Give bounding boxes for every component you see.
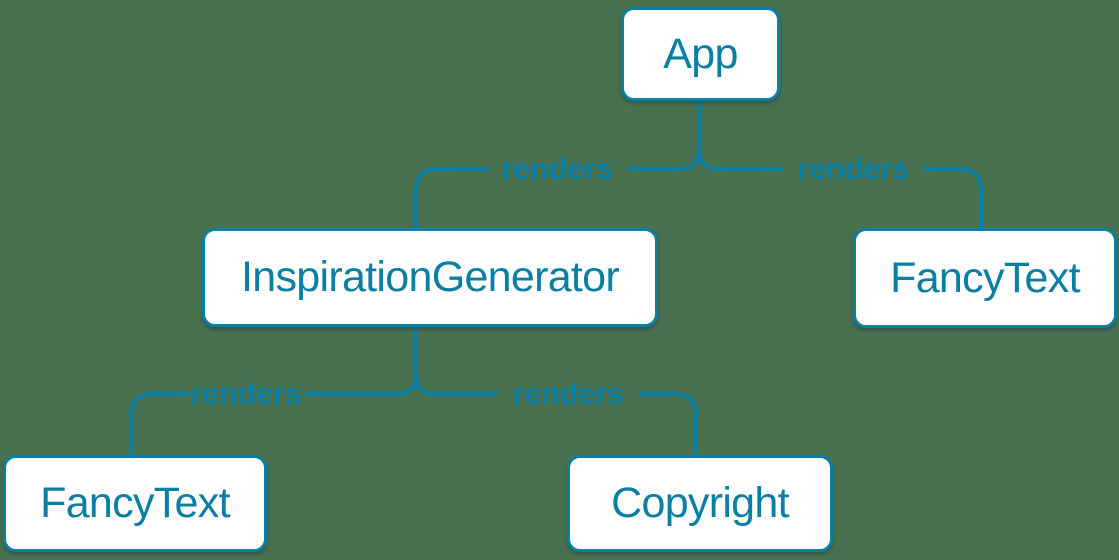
- node-inspiration-generator-label: InspirationGenerator: [241, 253, 620, 301]
- edge-inspirationgenerator-right-flare: [414, 375, 497, 396]
- node-fancy-text-top: FancyText: [853, 228, 1117, 328]
- node-app: App: [621, 7, 780, 101]
- edge-inspirationgenerator-to-copyright: [640, 392, 698, 456]
- edge-app-to-inspirationgenerator: [414, 167, 489, 229]
- node-inspiration-generator: InspirationGenerator: [202, 228, 658, 327]
- edge-app-right-flare: [697, 148, 783, 171]
- edge-app-left-flare: [627, 148, 701, 171]
- edge-app-to-fancytext: [922, 167, 983, 229]
- node-copyright: Copyright: [567, 455, 833, 552]
- edge-label-inspirationgenerator-copyright: renders: [512, 376, 624, 411]
- node-fancy-text-bottom: FancyText: [3, 455, 267, 552]
- edge-inspirationgenerator-to-fancytext: [129, 392, 190, 456]
- node-app-label: App: [663, 29, 738, 78]
- edge-inspirationgenerator-left-flare: [305, 375, 418, 396]
- node-copyright-label: Copyright: [611, 479, 789, 527]
- edge-label-inspirationgenerator-fancytext: renders: [190, 376, 302, 411]
- edge-label-app-fancytext: renders: [797, 151, 909, 186]
- edge-label-app-inspirationgenerator: renders: [501, 151, 613, 186]
- node-fancy-text-top-label: FancyText: [890, 253, 1080, 302]
- node-fancy-text-bottom-label: FancyText: [40, 479, 230, 527]
